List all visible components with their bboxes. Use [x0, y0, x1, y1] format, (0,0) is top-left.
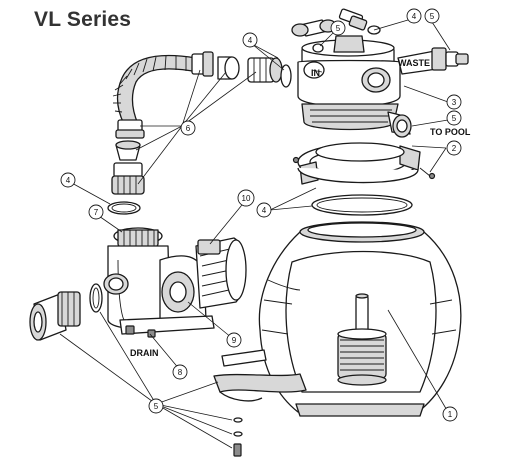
callout-5-bottom: 5: [148, 398, 164, 414]
callout-4-tank: 4: [256, 202, 272, 218]
hose-lower-fittings: [107, 140, 145, 215]
callout-2: 2: [446, 140, 462, 156]
svg-text:2: 2: [452, 144, 457, 153]
flex-hose: [112, 51, 292, 139]
svg-text:5: 5: [430, 12, 435, 21]
pump-inlet-fittings: [29, 283, 103, 341]
svg-text:4: 4: [248, 36, 253, 45]
svg-text:10: 10: [242, 194, 251, 203]
svg-text:1: 1: [448, 410, 453, 419]
filter-tank: [258, 221, 462, 417]
svg-text:8: 8: [178, 368, 183, 377]
multiport-valve: [291, 8, 469, 138]
svg-text:7: 7: [94, 208, 99, 217]
label-to-pool: TO POOL: [430, 127, 471, 137]
clamp-assembly: [292, 142, 436, 185]
label-waste: WASTE: [398, 58, 430, 68]
svg-text:5: 5: [154, 402, 159, 411]
callout-10: 10: [237, 189, 255, 207]
callout-markers: 4 5 5 4 3 5 2 6 4 7 4 10 9 8 5 1: [60, 8, 462, 422]
pump: [103, 227, 247, 338]
svg-text:5: 5: [452, 114, 457, 123]
callout-4-top: 4: [406, 8, 422, 24]
svg-text:4: 4: [262, 206, 267, 215]
pump-mounting: [213, 349, 307, 457]
callout-4-union: 4: [242, 32, 258, 48]
label-drain: DRAIN: [130, 348, 159, 358]
callout-9: 9: [226, 332, 242, 348]
svg-text:4: 4: [66, 176, 71, 185]
callout-8: 8: [172, 364, 188, 380]
callout-7: 7: [88, 204, 104, 220]
svg-text:5: 5: [336, 24, 341, 33]
svg-text:4: 4: [412, 12, 417, 21]
label-in: IN: [311, 68, 320, 78]
svg-text:3: 3: [452, 98, 457, 107]
callout-4-hose: 4: [60, 172, 76, 188]
diagram-title: VL Series: [34, 8, 132, 31]
callout-5-top: 5: [424, 8, 440, 24]
callout-6: 6: [180, 120, 196, 136]
callout-5-valve: 5: [330, 20, 346, 36]
svg-text:6: 6: [186, 124, 191, 133]
callout-1: 1: [442, 406, 458, 422]
tank-o-ring: [311, 194, 413, 216]
leader-lines: [59, 19, 451, 449]
callout-5-to-pool: 5: [446, 110, 462, 126]
callout-3: 3: [446, 94, 462, 110]
svg-text:9: 9: [232, 336, 237, 345]
